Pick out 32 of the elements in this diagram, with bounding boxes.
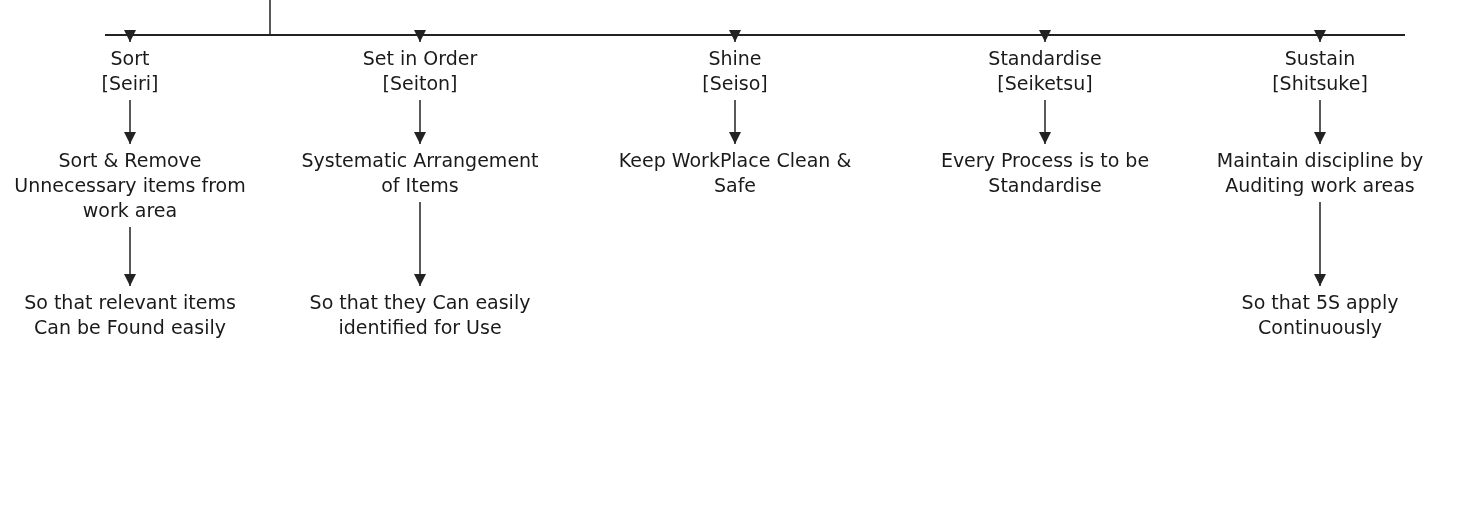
- japanese-term: [Shitsuke]: [1272, 71, 1368, 96]
- japanese-term: [Seiso]: [702, 71, 768, 96]
- note-text: Maintain discipline by Auditing work areas: [1195, 148, 1445, 198]
- arrow: [1039, 30, 1051, 43]
- japanese-term: [Seiton]: [381, 71, 459, 96]
- step-heading: Set in Order: [362, 46, 478, 71]
- arrow: [124, 30, 136, 43]
- arrow: [414, 201, 426, 287]
- japanese-term: [Seiketsu]: [996, 71, 1094, 96]
- step-heading: Sustain: [1283, 46, 1357, 71]
- arrow: [1314, 99, 1326, 145]
- arrow: [124, 99, 136, 145]
- note-text: Sort & Remove Unnecessary items from work area: [5, 148, 255, 223]
- arrow: [1039, 99, 1051, 145]
- arrow: [414, 99, 426, 145]
- note-text: So that relevant items Can be Found easily: [5, 290, 255, 340]
- step-heading: Shine: [707, 46, 763, 71]
- arrow: [729, 30, 741, 43]
- note-text: Systematic Arrangement of Items: [295, 148, 545, 198]
- step-heading: Sort: [109, 46, 151, 71]
- arrow: [1314, 30, 1326, 43]
- step-heading: Standardise: [988, 46, 1102, 71]
- arrow: [729, 99, 741, 145]
- arrow: [1314, 201, 1326, 287]
- arrow: [124, 226, 136, 287]
- arrow: [414, 30, 426, 43]
- note-text: Every Process is to be Standardise: [920, 148, 1170, 198]
- note-text: Keep WorkPlace Clean & Safe: [610, 148, 860, 198]
- connector-line: [269, 0, 271, 35]
- note-text: So that 5S apply Continuously: [1195, 290, 1445, 340]
- japanese-term: [Seiri]: [101, 71, 159, 96]
- note-text: So that they Can easily identified for Use: [295, 290, 545, 340]
